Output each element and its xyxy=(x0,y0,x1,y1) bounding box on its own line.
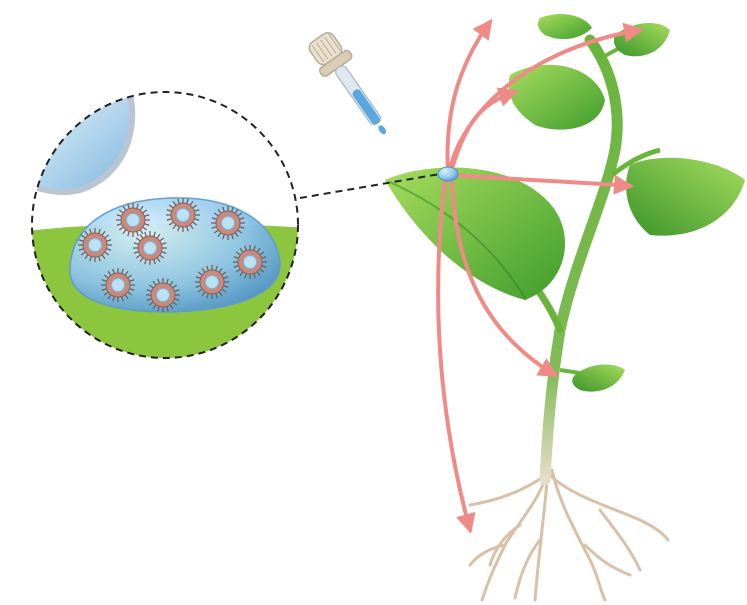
nanoparticle-droplet-on-leaf xyxy=(438,167,458,181)
leaf-right-mid xyxy=(626,158,745,236)
dropper-icon xyxy=(303,28,400,144)
magnifier-circle-icon xyxy=(20,90,310,370)
leaf-top-right xyxy=(614,23,670,56)
leaf-small-lower xyxy=(572,365,625,392)
leaf-top-left xyxy=(538,14,592,39)
leaf-large-left xyxy=(385,168,565,300)
plant-roots xyxy=(470,470,668,600)
